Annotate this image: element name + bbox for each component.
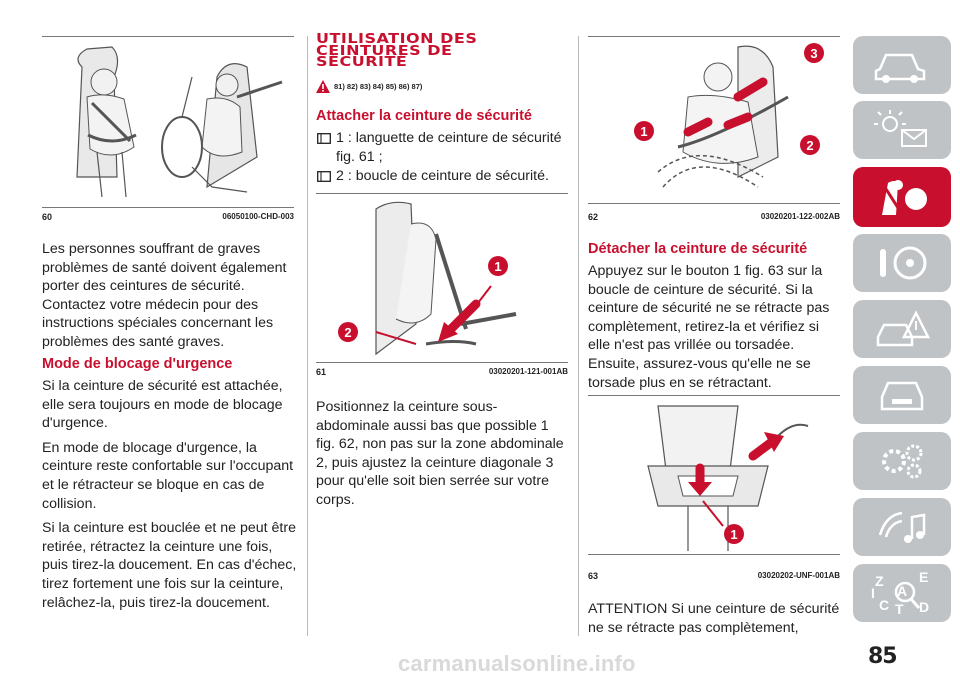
paragraph: ATTENTION Si une ceinture de sécurité ne… [588,601,840,636]
seatbelt-airbag-icon [882,180,927,215]
figure-60 [42,36,294,208]
index-letter: E [919,569,928,585]
figure-62: 1 2 3 [588,36,840,204]
car-dashboard-icon [874,53,926,83]
book-reference-icon [317,133,331,144]
figure-61-caption: 61 03020201-121-001AB [316,367,568,377]
paragraph: En mode de blocage d'urgence, la ceintur… [42,439,294,512]
illustration-belt-position: 1 2 3 [634,43,824,188]
index-letter: C [879,597,889,613]
figure-63-caption: 63 03020202-UNF-001AB [588,571,840,581]
paragraph: Appuyez sur le bouton 1 fig. 63 sur la b… [588,263,830,391]
figure-number: 63 [588,571,599,581]
title-line: CEINTURES DE [316,41,453,59]
tab-multimedia[interactable] [853,498,951,556]
tab-safety[interactable] [853,167,951,227]
index-letter: T [895,601,904,617]
col1-text-block-1: Les personnes souffrant de graves problè… [42,240,298,358]
column-divider [578,36,579,636]
section-title: UTILISATION DES CEINTURES DE SÉCURITÉ [316,30,566,70]
col3-text-block-2: ATTENTION Si une ceinture de sécurité ne… [588,600,844,643]
paragraph: Les personnes souffrant de graves problè… [42,241,287,350]
figure-number: 62 [588,212,599,222]
title-line: SÉCURITÉ [316,53,408,70]
tab-emergency[interactable] [853,300,951,358]
paragraph: Si la ceinture de sécurité est attachée,… [42,378,283,432]
tab-index[interactable]: Z E A C D I T [853,564,951,622]
bullet-item: 2 : boucle de ceinture de sécurité. [316,167,568,186]
tab-technical[interactable] [853,432,951,490]
tab-maintenance[interactable] [853,366,951,424]
col3-text-block-1: Appuyez sur le bouton 1 fig. 63 sur la b… [588,262,844,398]
service-gears-icon [882,444,923,479]
bullet-item: 1 : languette de ceinture de sécurité fi… [316,129,568,167]
figure-code: 06050100-CHD-003 [222,212,294,221]
tab-lights[interactable] [853,101,951,159]
tab-dashboard[interactable] [853,36,951,94]
paragraph: Positionnez la ceinture sous-abdominale … [316,399,564,508]
col1-text-block-2: Si la ceinture de sécurité est attachée,… [42,377,298,618]
warning-car-icon [876,310,931,347]
warning-references: 81) 82) 83) 84) 85) 86) 87) [316,80,422,93]
section-heading-emergency-lock: Mode de blocage d'urgence [42,356,233,372]
callout-3: 3 [810,46,817,61]
figure-number: 60 [42,212,53,222]
index-letter: Z [875,573,884,589]
tab-starting[interactable] [853,234,951,292]
bullet-text: 2 : boucle de ceinture de sécurité. [336,168,549,184]
figure-61: 1 2 [316,193,568,363]
figure-63: 1 [588,395,840,555]
paragraph: Si la ceinture est bouclée et ne peut êt… [42,520,297,611]
col2-text-block: Positionnez la ceinture sous-abdominale … [316,398,568,516]
column-divider [307,36,308,636]
figure-code: 03020201-121-001AB [488,367,568,376]
lights-message-icon [874,110,927,147]
bullet-text: 1 : languette de ceinture de sécurité fi… [336,130,562,165]
callout-2: 2 [806,138,813,153]
figure-60-caption: 60 06050100-CHD-003 [42,212,294,222]
figure-62-caption: 62 03020201-122-002AB [588,212,840,222]
figure-number: 61 [316,367,327,377]
figure-code: 03020201-122-002AB [760,212,840,221]
warning-refs-text: 81) 82) 83) 84) 85) 86) 87) [334,82,423,91]
warning-triangle-icon [316,80,330,93]
illustration-fasten-belt: 1 2 [338,201,517,356]
watermark: carmanualsonline.info [398,651,636,676]
index-letter: I [871,585,875,601]
title-line: UTILISATION DES [316,30,478,47]
callout-1: 1 [494,259,501,274]
index-letter: A [897,583,907,599]
index-letter: D [919,599,929,615]
page-number: 85 [868,644,898,669]
section-heading-fasten: Attacher la ceinture de sécurité [316,108,532,124]
figure-code: 03020202-UNF-001AB [757,571,840,580]
steering-key-icon [880,246,927,280]
car-front-icon [880,381,924,411]
callout-1: 1 [730,527,737,542]
illustration-buckle-release: 1 [647,405,809,551]
book-reference-icon [317,171,331,182]
callout-2: 2 [344,325,351,340]
section-heading-unfasten: Détacher la ceinture de sécurité [588,241,808,257]
illustration-pregnant-seatbelt [76,46,283,198]
multimedia-music-icon [878,511,926,543]
callout-1: 1 [640,124,647,139]
index-search-icon: Z E A C D I T [871,569,929,617]
